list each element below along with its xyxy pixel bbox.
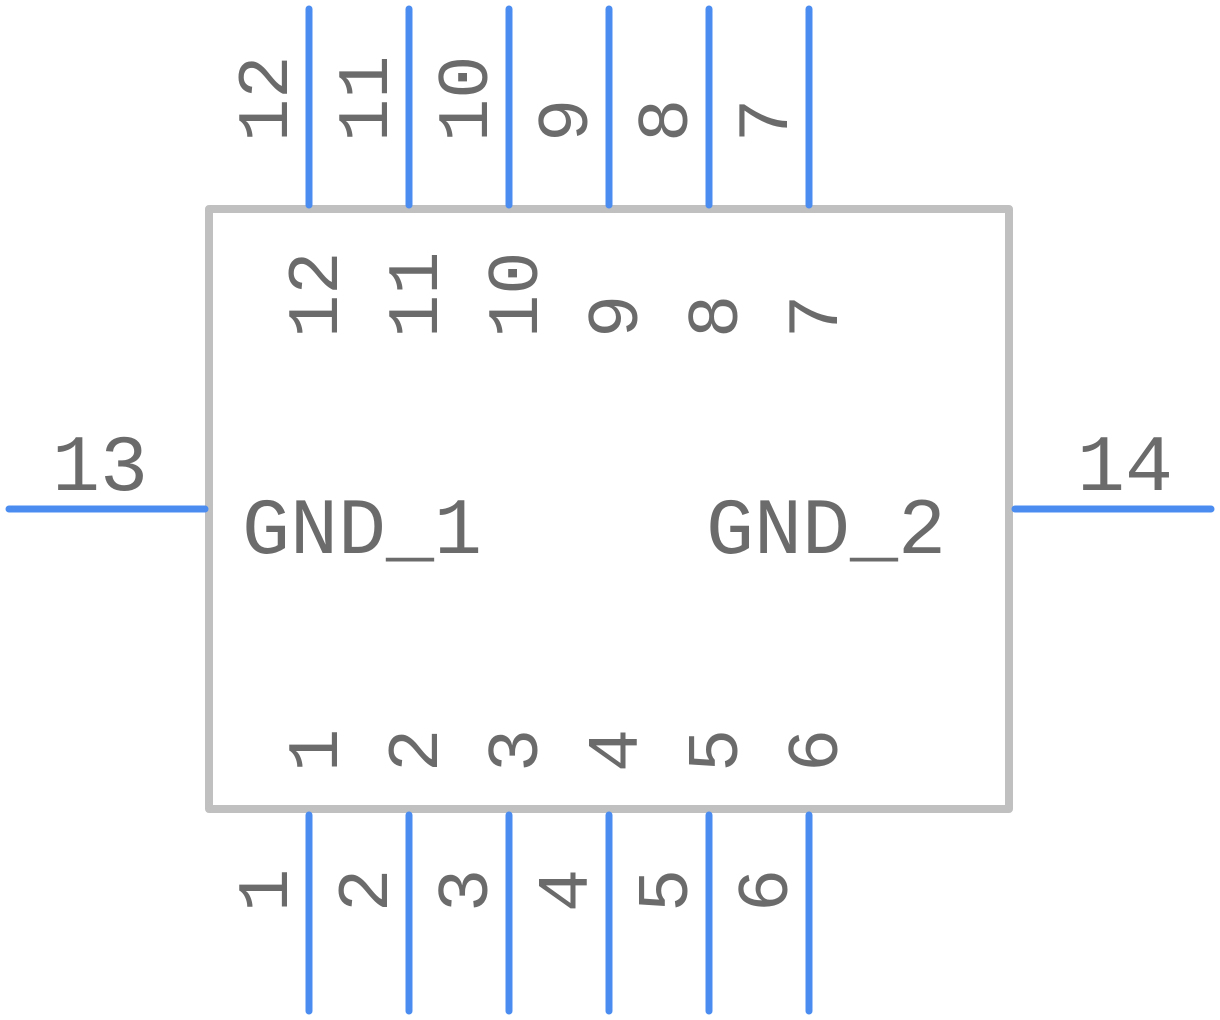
pin-8-number-inner: 8 bbox=[677, 295, 759, 338]
pin-4-number-outer: 4 bbox=[527, 869, 609, 912]
pin-12-number-inner: 12 bbox=[277, 252, 359, 338]
net-label-gnd-2: GND_2 bbox=[706, 487, 946, 578]
net-label-gnd-1: GND_1 bbox=[242, 487, 482, 578]
pin-5-number-inner: 5 bbox=[677, 729, 759, 772]
pin-8-number-outer: 8 bbox=[627, 99, 709, 142]
pin-10-number-outer: 10 bbox=[427, 56, 509, 142]
pin-4-number-inner: 4 bbox=[577, 729, 659, 772]
pin-14-number: 14 bbox=[1077, 424, 1173, 515]
pin-3-number-inner: 3 bbox=[477, 729, 559, 772]
pin-1-number-inner: 1 bbox=[277, 729, 359, 772]
component-body bbox=[205, 205, 1013, 813]
pin-6-number-inner: 6 bbox=[777, 729, 859, 772]
pin-7-number-inner: 7 bbox=[777, 295, 859, 338]
pin-10-number-inner: 10 bbox=[477, 252, 559, 338]
pin-9-number-inner: 9 bbox=[577, 295, 659, 338]
pin-13-number: 13 bbox=[52, 424, 148, 515]
pin-11-number-outer: 11 bbox=[327, 56, 409, 142]
pin-9-number-outer: 9 bbox=[527, 99, 609, 142]
pin-3-number-outer: 3 bbox=[427, 869, 509, 912]
pin-1-number-outer: 1 bbox=[227, 869, 309, 912]
pin-6-number-outer: 6 bbox=[727, 869, 809, 912]
pin-5-number-outer: 5 bbox=[627, 869, 709, 912]
pin-2-number-outer: 2 bbox=[327, 869, 409, 912]
pin-11-number-inner: 11 bbox=[377, 252, 459, 338]
pin-7-number-outer: 7 bbox=[727, 99, 809, 142]
pin-2-number-inner: 2 bbox=[377, 729, 459, 772]
pin-12-number-outer: 12 bbox=[227, 56, 309, 142]
